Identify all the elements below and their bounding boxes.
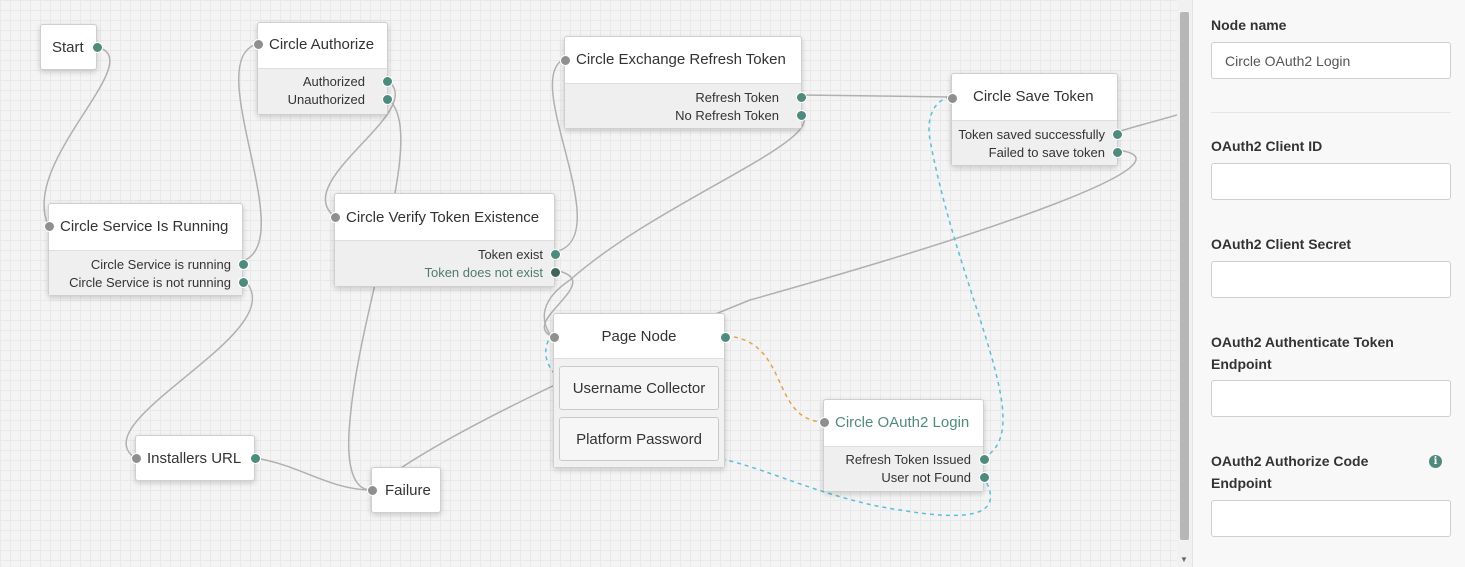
outcome-label: Authorized [302,74,365,89]
link-installers-to-failure [254,457,372,491]
outcome-label: Token exist [477,247,543,262]
node-circle-save-token[interactable]: Circle Save Token Token saved successful… [947,73,1123,166]
node-title: Circle Authorize [269,36,375,53]
node-circle-authorize[interactable]: Circle Authorize Authorized Unauthorized [253,22,393,115]
node-circle-oauth2-login[interactable]: Circle OAuth2 Login Refresh Token Issued… [819,399,990,492]
authenticate-token-endpoint-input[interactable] [1211,380,1451,417]
output-port[interactable] [238,259,249,270]
link-token-not-exist-to-page [543,269,574,337]
outcomes-list: Token exist Token does not exist [335,240,561,286]
output-port[interactable] [1112,129,1123,140]
outcome-label: User not Found [881,470,971,485]
authorize-code-endpoint-label: OAuth2 Authorize Code [1211,453,1369,469]
client-id-input[interactable] [1211,163,1451,200]
input-port[interactable] [560,55,571,66]
output-port[interactable] [796,92,807,103]
outcome-label: Unauthorized [287,92,365,107]
node-page-node[interactable]: Page Node Username Collector Platform Pa… [549,313,731,468]
node-title: Installers URL [147,450,242,467]
output-port[interactable] [238,277,249,288]
outcome-label: Refresh Token Issued [845,452,972,467]
authenticate-token-endpoint-label: OAuth2 Authenticate Token [1211,334,1394,350]
input-port[interactable] [367,485,378,496]
node-title: Circle OAuth2 Login [835,414,970,431]
link-token-exist-to-exchange [551,58,578,253]
input-port[interactable] [947,93,958,104]
node-name-input[interactable] [1211,42,1451,79]
link-refresh-token-to-save [800,94,952,98]
link-service-running-to-authorize [238,43,262,262]
output-port[interactable] [1112,147,1123,158]
outcome-label: Refresh Token [695,90,779,105]
link-saved-to-offscreen [1116,114,1177,133]
outcomes-list: Authorized Unauthorized [258,68,393,114]
authorize-code-endpoint-label-line2: Endpoint [1211,475,1272,491]
link-issued-to-save-dashed [928,96,1004,459]
node-circle-verify-token-existence[interactable]: Circle Verify Token Existence Token exis… [330,193,561,287]
input-port[interactable] [819,417,830,428]
input-port[interactable] [44,221,55,232]
output-port[interactable] [979,454,990,465]
scrollbar-thumb[interactable] [1180,12,1189,540]
output-port[interactable] [550,267,561,278]
client-secret-input[interactable] [1211,261,1451,298]
input-port[interactable] [330,212,341,223]
output-port[interactable] [250,453,261,464]
outcome-label: No Refresh Token [675,108,779,123]
node-title: Circle Verify Token Existence [346,209,540,226]
panel-divider [1211,112,1451,113]
node-circle-service-is-running[interactable]: Circle Service Is Running Circle Service… [44,203,249,296]
outcome-label: Circle Service is not running [69,275,231,290]
input-port[interactable] [549,332,560,343]
flow-canvas[interactable]: Start Circle Authorize Authorized Unauth… [0,0,1177,567]
output-port[interactable] [92,42,103,53]
link-page-to-oauth2-dashed [725,335,824,423]
link-start-to-service [43,46,111,226]
node-title: Page Node [601,328,677,345]
link-no-refresh-to-page [543,112,805,337]
node-title: Circle Exchange Refresh Token [576,51,786,68]
child-node-platform-password[interactable]: Platform Password [559,417,719,461]
output-port[interactable] [796,110,807,121]
outcome-label: Circle Service is running [90,257,231,272]
outcomes-list: Circle Service is running Circle Service… [49,250,249,295]
outcome-label: Failed to save token [988,145,1105,160]
outcomes-list: Refresh Token No Refresh Token [565,83,807,128]
output-port[interactable] [382,94,393,105]
child-node-username-collector[interactable]: Username Collector [559,366,719,410]
client-id-label: OAuth2 Client ID [1211,138,1323,154]
node-title: Start [52,39,84,56]
link-failed-save-to-failure [370,149,1137,491]
node-name-label: Node name [1211,17,1287,33]
output-port[interactable] [382,76,393,87]
input-port[interactable] [253,39,264,50]
node-installers-url[interactable]: Installers URL [131,435,261,481]
node-title: Circle Save Token [973,88,1094,105]
chevron-down-icon[interactable]: ▼ [1180,555,1188,564]
output-port[interactable] [979,472,990,483]
outcome-label: Token does not exist [424,265,543,280]
node-start[interactable]: Start [40,24,103,70]
link-authorized-to-verify [324,79,396,217]
output-port[interactable] [720,332,731,343]
authorize-code-endpoint-input[interactable] [1211,500,1451,537]
properties-panel: Node name OAuth2 Client ID OAuth2 Client… [1192,0,1465,567]
link-service-not-running-to-installers [125,278,254,459]
link-unauthorized-to-failure [347,97,402,491]
outcome-label: Token saved successfully [958,127,1105,142]
node-circle-exchange-refresh-token[interactable]: Circle Exchange Refresh Token Refresh To… [560,36,807,129]
authenticate-token-endpoint-label-line2: Endpoint [1211,356,1272,372]
child-nodes-list: Username Collector Platform Password [554,358,724,467]
info-icon[interactable]: i [1429,455,1442,468]
node-title: Failure [385,482,431,499]
node-failure[interactable]: Failure [367,467,441,513]
node-title: Circle Service Is Running [60,218,229,235]
outcomes-list: Token saved successfully Failed to save … [952,120,1123,165]
canvas-scrollbar[interactable]: ▼ [1177,0,1192,567]
output-port[interactable] [550,249,561,260]
input-port[interactable] [131,453,142,464]
outcomes-list: Refresh Token Issued User not Found [824,446,990,491]
client-secret-label: OAuth2 Client Secret [1211,236,1352,252]
